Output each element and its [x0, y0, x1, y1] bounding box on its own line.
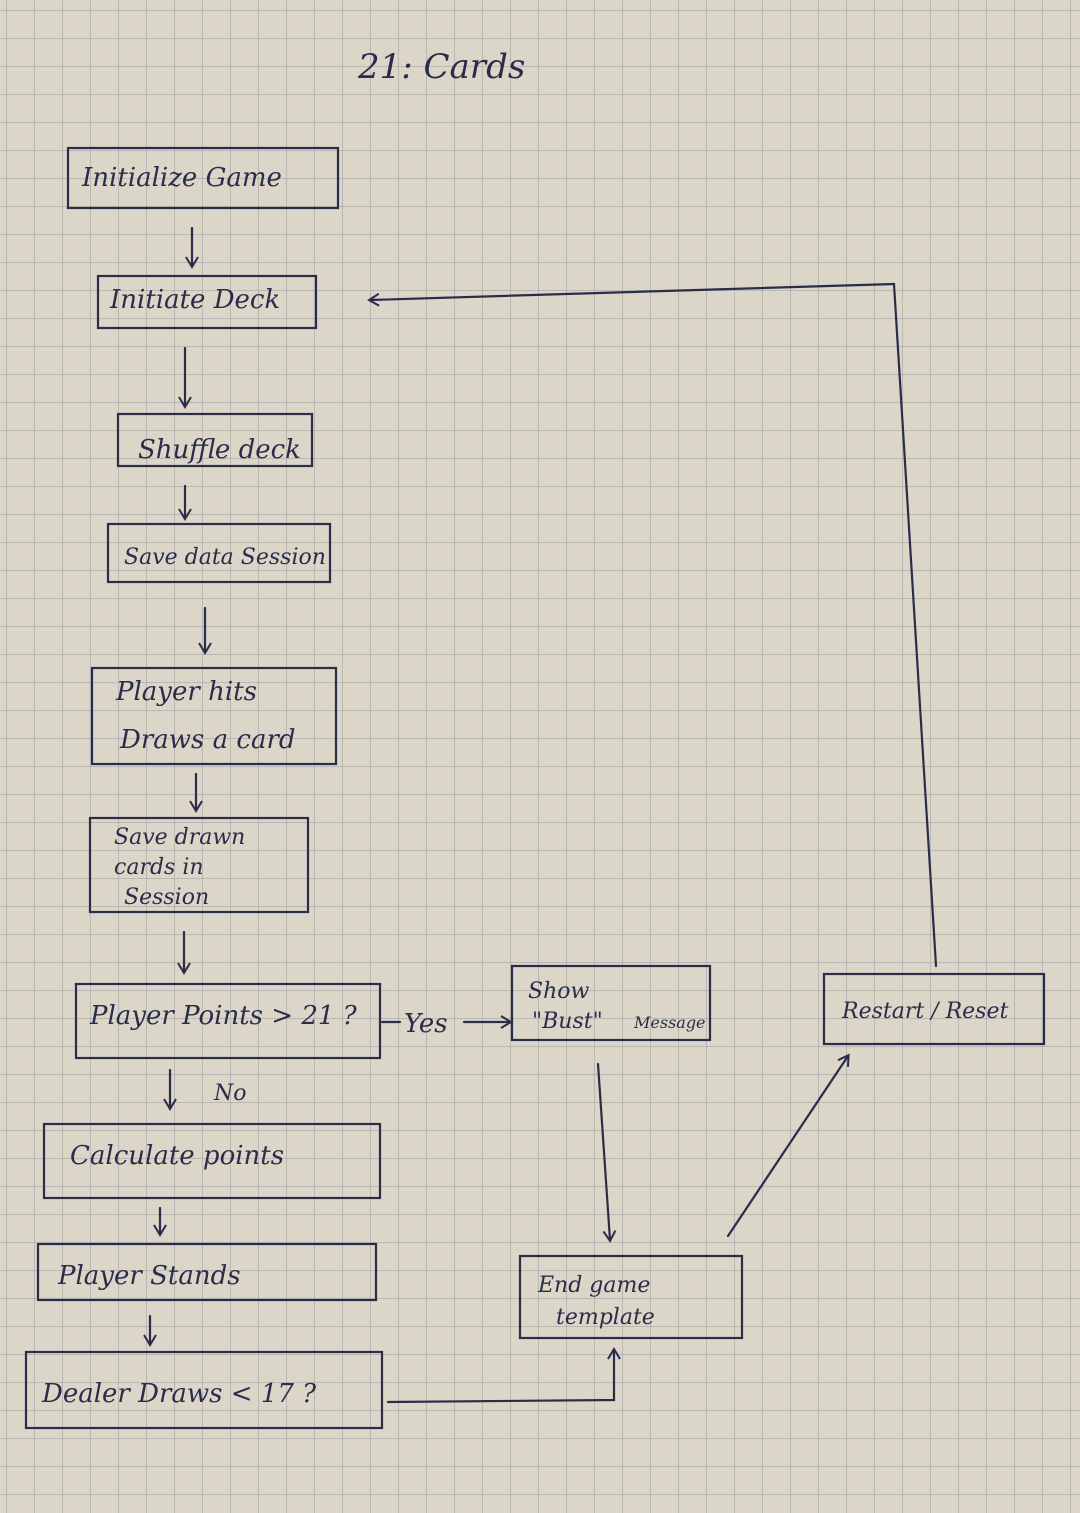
node-shuffle-deck-label: Shuffle deck — [138, 435, 301, 465]
edge-no-label: No — [213, 1081, 247, 1106]
node-player-stands-label: Player Stands — [57, 1261, 241, 1291]
node-player-points-check-label: Player Points > 21 ? — [89, 1001, 358, 1031]
node-calculate-points-label: Calculate points — [70, 1141, 284, 1171]
edge-yes-label: Yes — [404, 1009, 448, 1039]
node-end-game-label-1: End game — [537, 1273, 650, 1298]
node-dealer-draws-check: Dealer Draws < 17 ? — [24, 1350, 384, 1430]
node-restart-reset: Restart / Reset — [822, 972, 1046, 1046]
node-end-game: End game template — [518, 1254, 744, 1340]
node-show-bust: Show "Bust" Message — [510, 964, 712, 1042]
edge-end-game-to-restart — [726, 1053, 850, 1238]
node-player-stands: Player Stands — [36, 1242, 378, 1302]
node-show-bust-label-3: Message — [633, 1013, 706, 1032]
node-player-points-check: Player Points > 21 ? — [74, 982, 382, 1060]
node-end-game-label-2: template — [556, 1305, 655, 1330]
node-save-data-session: Save data Session — [106, 522, 332, 584]
node-restart-reset-label: Restart / Reset — [841, 999, 1008, 1024]
node-initiate-deck: Initiate Deck — [96, 274, 318, 330]
node-save-drawn-label-1: Save drawn — [114, 825, 245, 850]
node-initialize-game: Initialize Game — [66, 146, 340, 210]
node-save-drawn-label-3: Session — [124, 885, 209, 910]
node-save-data-session-label: Save data Session — [124, 545, 326, 570]
node-show-bust-label-2: "Bust" — [532, 1009, 603, 1034]
diagram-title: 21: Cards — [357, 47, 525, 87]
node-save-drawn-label-2: cards in — [114, 855, 204, 880]
node-calculate-points: Calculate points — [42, 1122, 382, 1200]
node-player-hits-label-2: Draws a card — [119, 725, 296, 755]
node-shuffle-deck: Shuffle deck — [116, 412, 314, 468]
edge-restart-to-initiate-deck — [367, 282, 938, 968]
node-dealer-draws-check-label: Dealer Draws < 17 ? — [41, 1379, 317, 1409]
node-player-hits-label-1: Player hits — [115, 677, 257, 707]
edge-bust-to-end-game — [596, 1062, 617, 1243]
edge-dealer-to-end-game — [386, 1347, 621, 1404]
node-show-bust-label-1: Show — [528, 979, 589, 1004]
node-save-drawn: Save drawn cards in Session — [88, 816, 310, 914]
node-player-hits: Player hits Draws a card — [90, 666, 338, 766]
node-initiate-deck-label: Initiate Deck — [109, 285, 280, 315]
node-initialize-game-label: Initialize Game — [81, 163, 282, 193]
